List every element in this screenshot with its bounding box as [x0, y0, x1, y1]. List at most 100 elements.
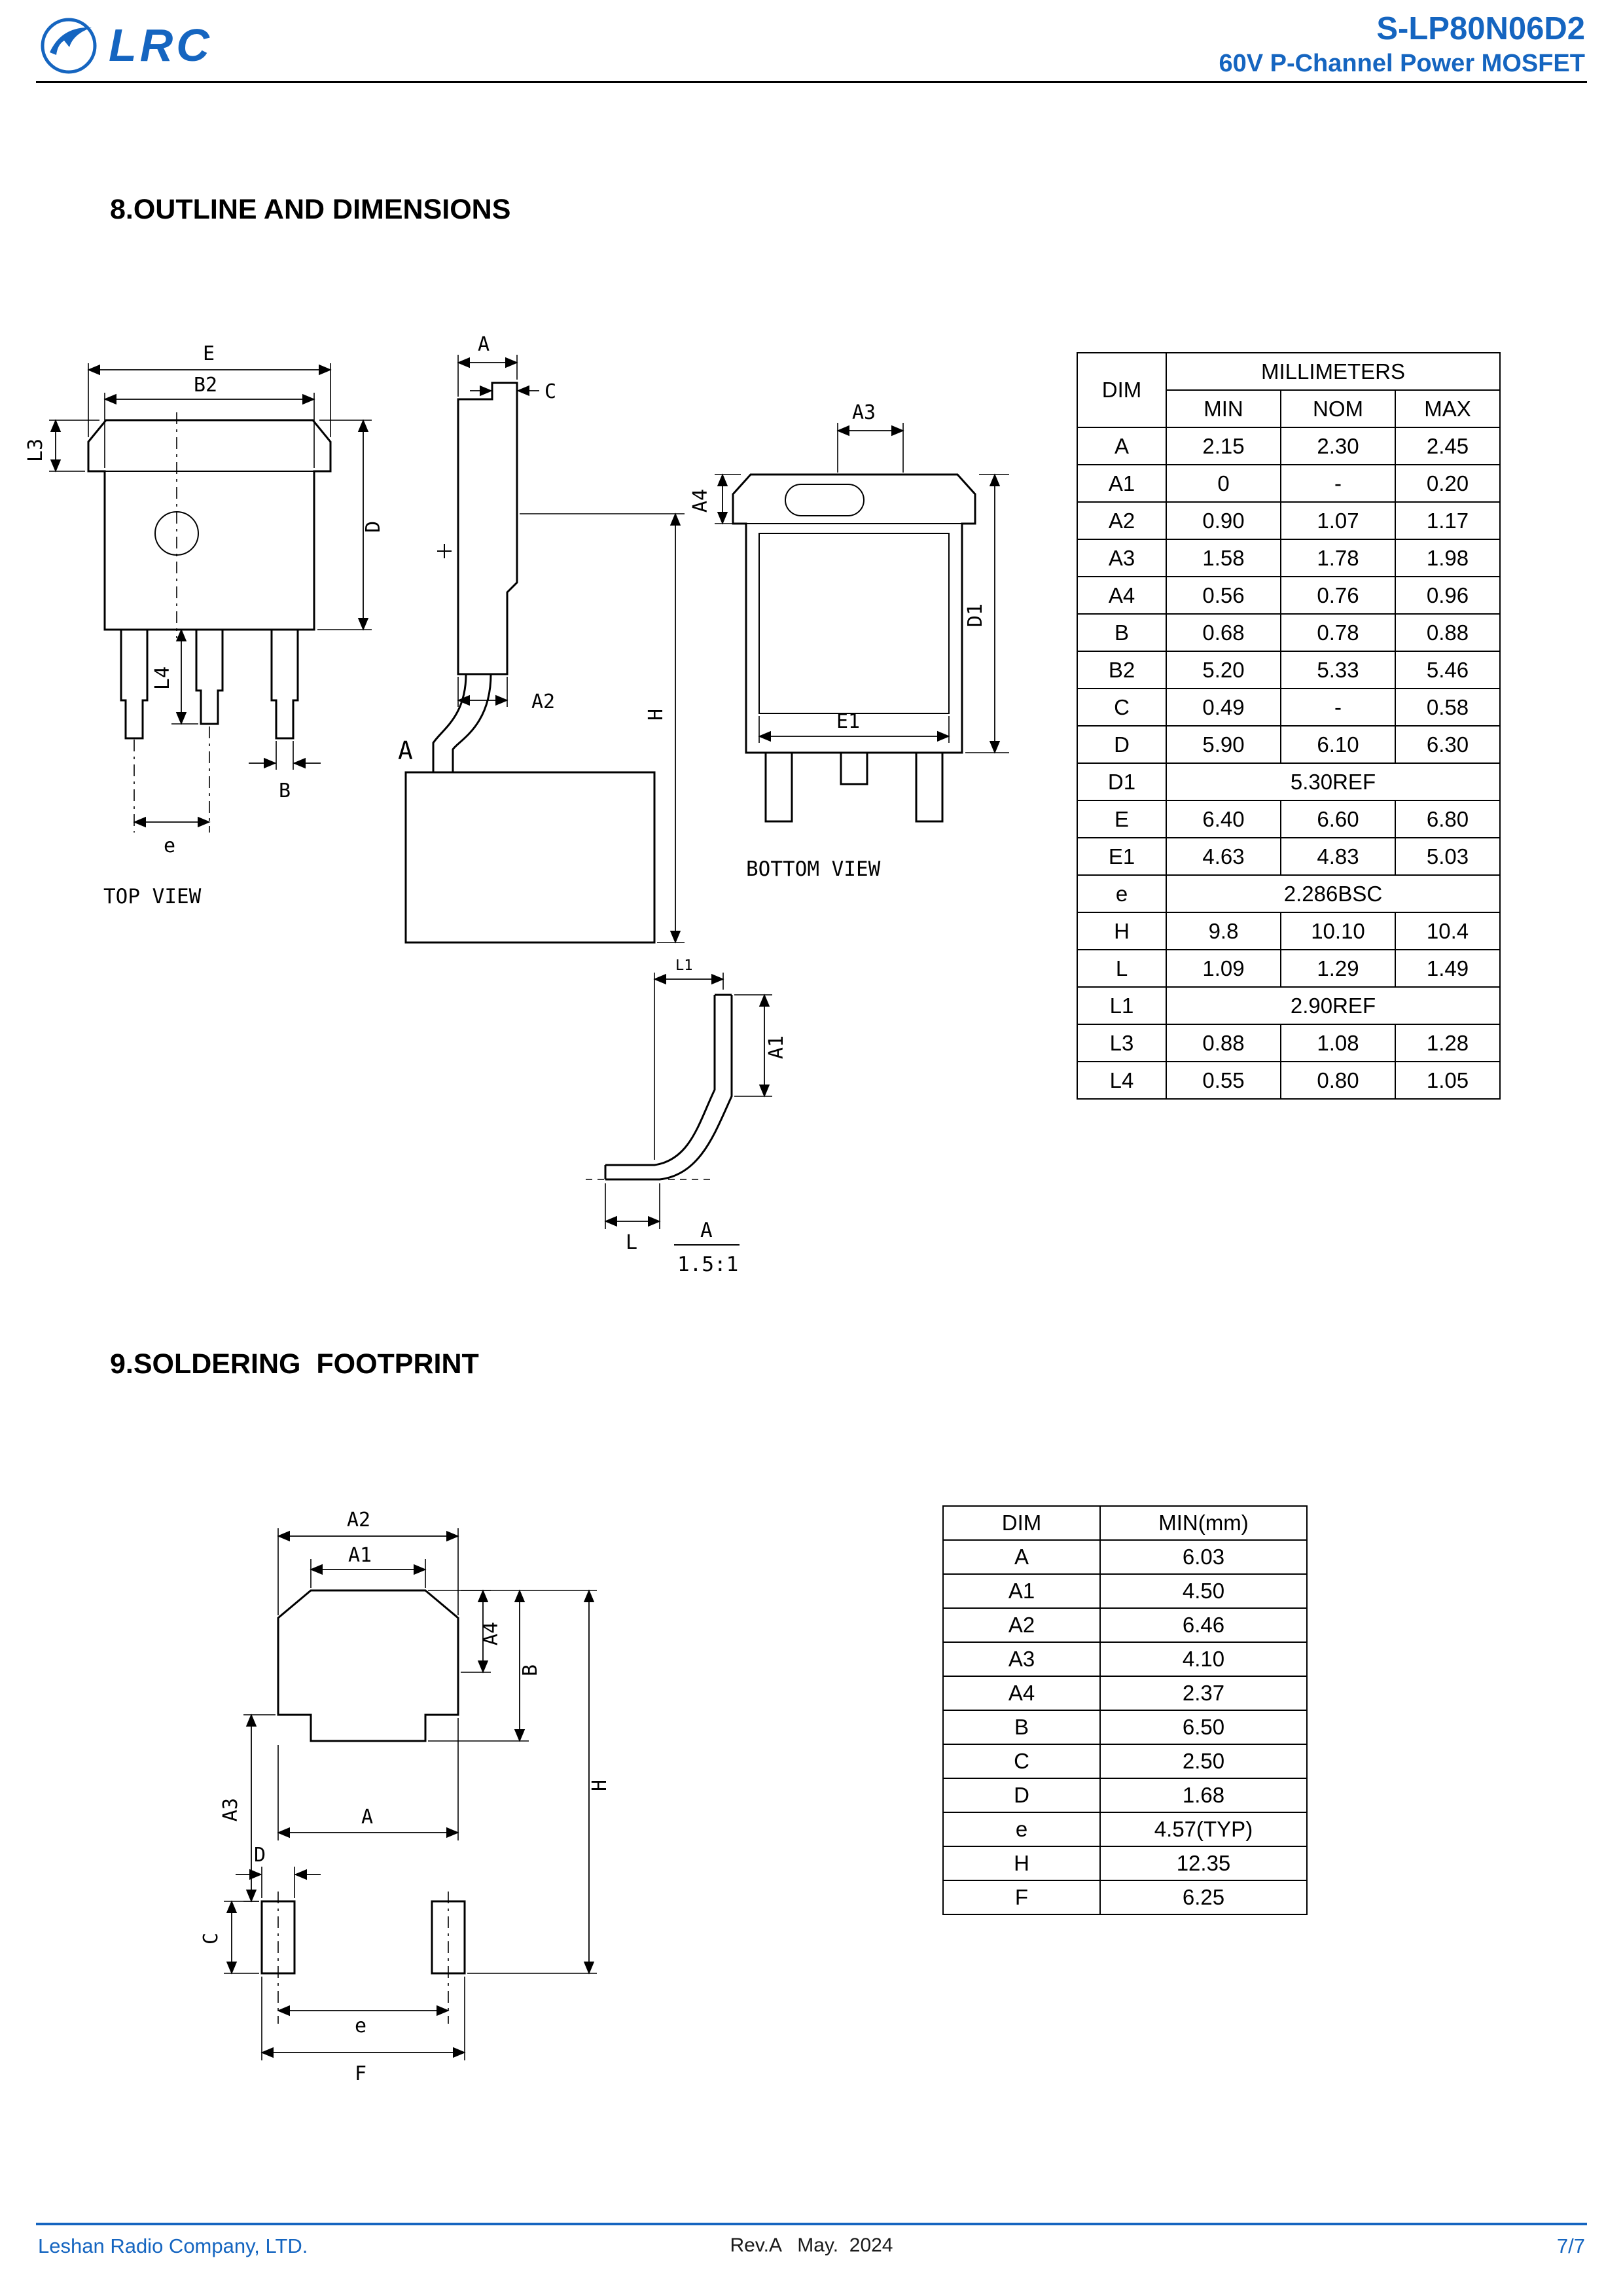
- dim-L3: L3: [24, 419, 99, 473]
- table-cell: 0.90: [1166, 501, 1281, 540]
- table-cell: H: [1077, 912, 1167, 950]
- table-cell: 0.78: [1280, 613, 1396, 652]
- dim-label-A1-fp: A1: [348, 1544, 372, 1567]
- dim-A3: A3: [836, 401, 904, 473]
- dim-B-fp: B: [428, 1589, 542, 1742]
- nom-col-header: NOM: [1280, 389, 1396, 428]
- table-cell: 0.80: [1280, 1061, 1396, 1100]
- table-cell: 6.60: [1280, 800, 1396, 838]
- table-cell: 1.78: [1280, 539, 1396, 577]
- table-cell: 1.98: [1395, 539, 1501, 577]
- table-cell: 0.56: [1166, 576, 1281, 615]
- dim-H-fp: H: [461, 1589, 611, 1975]
- table-cell: 1.09: [1166, 949, 1281, 988]
- footer-company: Leshan Radio Company, LTD.: [38, 2234, 308, 2257]
- table-cell: A3: [942, 1641, 1101, 1677]
- min-col-header: MIN: [1166, 389, 1281, 428]
- table-cell: 2.45: [1395, 427, 1501, 465]
- dim-label-e-fp: e: [355, 2015, 366, 2037]
- dim-A3-fp: A3: [219, 1713, 276, 1903]
- header-divider: [36, 81, 1587, 83]
- table-cell: 2.15: [1166, 427, 1281, 465]
- dim-A2: A2: [457, 677, 555, 713]
- dim-label-A4: A4: [689, 489, 712, 512]
- fp-dim-col-header: DIM: [942, 1505, 1101, 1541]
- table-cell: 9.8: [1166, 912, 1281, 950]
- table-cell: 1.68: [1099, 1778, 1308, 1813]
- dim-label-A1: A1: [765, 1035, 788, 1059]
- table-cell: 0: [1166, 464, 1281, 503]
- table-cell: 6.03: [1099, 1539, 1308, 1575]
- table-cell: L: [1077, 949, 1167, 988]
- table-cell: 4.63: [1166, 837, 1281, 876]
- lrc-logo: LRC: [39, 16, 213, 75]
- table-cell: 6.40: [1166, 800, 1281, 838]
- table-cell: 0.55: [1166, 1061, 1281, 1100]
- dim-F-fp: F: [260, 1977, 466, 2085]
- table-cell: 1.07: [1280, 501, 1396, 540]
- detail-title-letter: A: [700, 1219, 713, 1242]
- table-cell: 10.10: [1280, 912, 1396, 950]
- table-cell: 6.10: [1280, 725, 1396, 764]
- table-cell: A1: [942, 1573, 1101, 1609]
- millimeters-header: MILLIMETERS: [1166, 352, 1501, 391]
- table-cell: A: [1077, 427, 1167, 465]
- table-cell: 1.29: [1280, 949, 1396, 988]
- dim-label-D: D: [362, 521, 385, 533]
- dim-A-fp: A: [277, 1718, 459, 1840]
- dim-label-F-fp: F: [355, 2062, 366, 2085]
- table-cell: 0.68: [1166, 613, 1281, 652]
- table-cell: 0.96: [1395, 576, 1501, 615]
- dim-B: B: [249, 741, 321, 802]
- table-cell: 6.25: [1099, 1880, 1308, 1915]
- table-cell: 1.58: [1166, 539, 1281, 577]
- dim-A1: A1: [734, 994, 788, 1098]
- dim-E: E: [87, 342, 332, 437]
- dim-C-fp: C: [200, 1900, 259, 1975]
- fp-min-col-header: MIN(mm): [1099, 1505, 1308, 1541]
- dim-e-fp: e: [277, 1892, 450, 2037]
- table-cell: 12.35: [1099, 1846, 1308, 1881]
- package-leads: [120, 630, 299, 740]
- table-cell: 0.88: [1166, 1024, 1281, 1062]
- dim-label-D-fp: D: [254, 1844, 266, 1867]
- dim-label-A-fp: A: [361, 1806, 373, 1829]
- table-cell: A2: [942, 1607, 1101, 1643]
- table-cell: -: [1280, 688, 1396, 726]
- table-cell: -: [1280, 464, 1396, 503]
- table-cell: 1.49: [1395, 949, 1501, 988]
- dim-D1: D1: [964, 473, 1009, 754]
- top-view-drawing: E B2 L3 D L4 B e TOP VIEW: [24, 342, 385, 908]
- dim-label-B2: B2: [194, 374, 217, 397]
- table-cell: 4.10: [1099, 1641, 1308, 1677]
- dim-A-side: A: [457, 333, 518, 397]
- lead-pads: [260, 1900, 466, 1975]
- table-cell: 2.30: [1280, 427, 1396, 465]
- table-cell: 5.20: [1166, 651, 1281, 689]
- table-cell: 2.286BSC: [1166, 874, 1501, 913]
- table-cell: 5.33: [1280, 651, 1396, 689]
- table-cell: 0.76: [1280, 576, 1396, 615]
- table-cell: 1.05: [1395, 1061, 1501, 1100]
- dim-col-header: DIM: [1077, 352, 1167, 428]
- table-cell: A2: [1077, 501, 1167, 540]
- side-view-drawing: A C A2 A H: [398, 333, 685, 944]
